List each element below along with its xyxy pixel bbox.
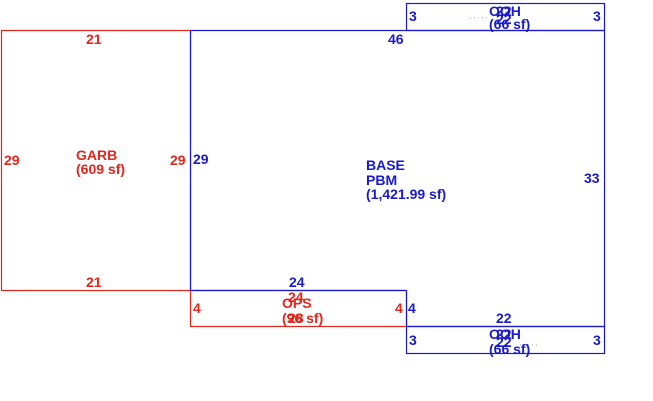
bottom-ooh-name: OOH (489, 326, 521, 342)
base-dim-left: 29 (193, 151, 209, 167)
top-ooh-area: (66 sf) (489, 16, 530, 32)
base-dim-bottom2: 22 (496, 310, 512, 326)
bottom-ooh-dim-top: 22 (496, 326, 512, 342)
base-dim-notch: 4 (408, 300, 416, 316)
top-ooh-dim-bottom: 22 (496, 11, 512, 27)
garb-name: GARB (76, 147, 117, 163)
base-dim-right: 33 (584, 170, 600, 186)
ops-dim-top: 24 (288, 289, 304, 305)
garb-dim-top: 21 (86, 31, 102, 47)
base-area: (1,421.99 sf) (366, 186, 446, 202)
ops-name: OPS (282, 295, 312, 311)
garb-dim-bottom: 21 (86, 274, 102, 290)
base-dim-bottom: 24 (289, 274, 305, 290)
top-ooh-dim-top: 22 (496, 3, 512, 19)
ops-dim-left: 4 (193, 300, 201, 316)
ops-dim-right: 4 (395, 300, 403, 316)
base-outline[interactable] (190, 29, 606, 328)
top-ooh-dim-right: 3 (593, 8, 601, 24)
bottom-ooh-area: (66 sf) (489, 341, 530, 357)
bottom-ooh-outline[interactable] (405, 325, 606, 355)
base-dim-top: 46 (388, 31, 404, 47)
base-name2: PBM (366, 172, 397, 188)
top-ooh-dim-left: 3 (409, 8, 417, 24)
top-ooh-outline[interactable] (405, 2, 606, 32)
top-ooh-name: OOH (489, 3, 521, 19)
garb-area: (609 sf) (76, 161, 125, 177)
bottom-ooh-dim-bottom: 22 (496, 334, 512, 350)
garb-dim-right: 29 (170, 152, 186, 168)
ops-dim-bottom: 28 (288, 310, 304, 326)
garb-dim-left: 29 (4, 152, 20, 168)
ops-area: (96 sf) (282, 310, 323, 326)
bottom-ooh-dim-left: 3 (409, 332, 417, 348)
base-name: BASE (366, 157, 405, 173)
bottom-ooh-dim-right: 3 (593, 332, 601, 348)
